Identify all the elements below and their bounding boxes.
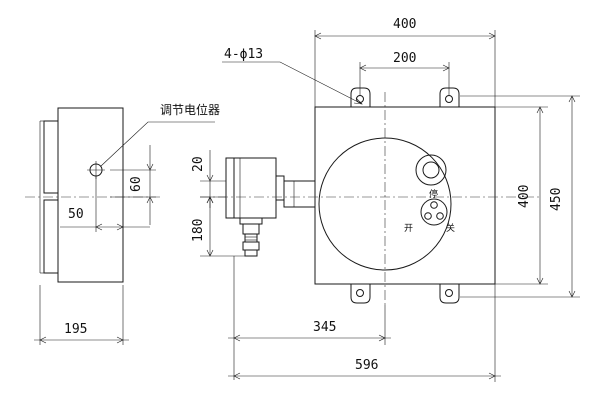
dim-450: 450 <box>549 188 564 211</box>
switch-stop-position <box>430 201 438 209</box>
switch-close-position <box>436 212 444 220</box>
dim-180: 180 <box>191 219 206 242</box>
switch-open-position <box>424 212 432 220</box>
dim-20: 20 <box>191 156 206 172</box>
dim-400-right: 400 <box>517 185 532 208</box>
side-view: 调节电位器 60 50 195 <box>25 102 220 345</box>
indicator-cap-inner <box>422 161 440 179</box>
control-switch <box>420 198 448 226</box>
mounting-lug-bottom-right <box>439 284 460 304</box>
side-view-body <box>57 107 124 283</box>
indicator-cap-outer <box>415 154 447 186</box>
label-close: 关 <box>446 222 455 234</box>
holes-leader <box>222 61 363 105</box>
side-view-flange-top <box>43 120 59 194</box>
connector-assembly <box>225 157 316 257</box>
mounting-lug-top-right <box>439 87 460 107</box>
dim-345: 345 <box>313 320 336 335</box>
dim-400-top: 400 <box>393 17 416 32</box>
label-stop: 停 <box>429 188 438 200</box>
side-view-flange-bottom <box>43 199 59 274</box>
potentiometer-leader <box>100 121 215 167</box>
drive-shaft <box>283 180 316 208</box>
dim-195: 195 <box>64 322 87 337</box>
dim-holes: 4-ϕ13 <box>224 47 263 62</box>
mounting-lug-top-left <box>350 87 371 107</box>
dim-200: 200 <box>393 51 416 66</box>
front-view-housing <box>314 106 496 285</box>
potentiometer-label: 调节电位器 <box>160 102 220 117</box>
label-open: 开 <box>404 223 413 234</box>
mounting-lug-bottom-left <box>350 284 371 304</box>
dim-60: 60 <box>129 176 144 192</box>
dim-596: 596 <box>355 358 378 373</box>
dim-50: 50 <box>68 207 84 222</box>
front-view: 停 开 关 20 <box>191 17 580 382</box>
